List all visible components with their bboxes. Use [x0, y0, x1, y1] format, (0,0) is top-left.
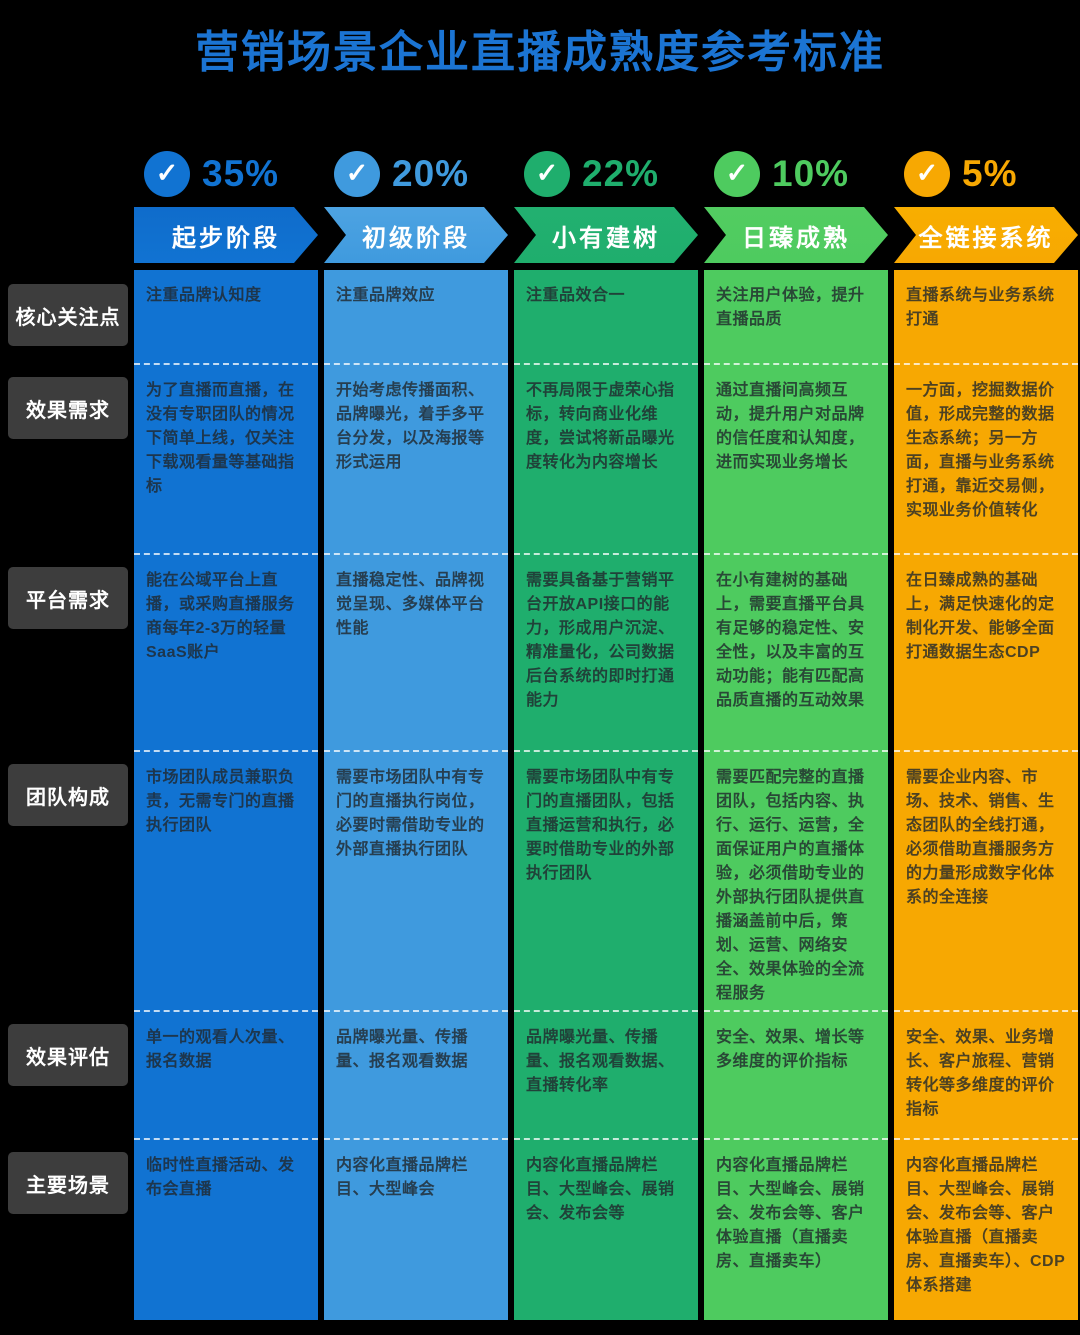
cell-team-2: 需要市场团队中有专门的直播执行岗位，必要时需借助专业的外部直播执行团队	[324, 750, 508, 1010]
page-title: 营销场景企业直播成熟度参考标准	[195, 28, 885, 77]
cell-core-focus-1: 注重品牌认知度	[134, 270, 318, 363]
cell-team-3: 需要市场团队中有专门的直播团队，包括直播运营和执行，必要时借助专业的外部执行团队	[514, 750, 698, 1010]
percent-stage-5: ✓ 5%	[894, 140, 1078, 207]
row-header-effect-demand: 效果需求	[8, 377, 128, 439]
cell-effect-demand-2: 开始考虑传播面积、品牌曝光，着手多平台分发，以及海报等形式运用	[324, 363, 508, 553]
stage-header-chuji: 初级阶段	[324, 207, 508, 263]
cell-team-4: 需要匹配完整的直播团队，包括内容、执行、运行、运营，全面保证用户的直播体验，必须…	[704, 750, 888, 1010]
cell-evaluation-1: 单一的观看人次量、报名数据	[134, 1010, 318, 1138]
stage-header-xiaoyoujianshu: 小有建树	[514, 207, 698, 263]
cell-scenarios-1: 临时性直播活动、发布会直播	[134, 1138, 318, 1320]
cell-platform-demand-4: 在小有建树的基础上，需要直播平台具有足够的稳定性、安全性，以及丰富的互动功能；能…	[704, 553, 888, 750]
percent-value: 35%	[202, 152, 280, 194]
percent-value: 22%	[582, 152, 660, 194]
cell-platform-demand-3: 需要具备基于营销平台开放API接口的能力，形成用户沉淀、精准量化，公司数据后台系…	[514, 553, 698, 750]
stage-header-qibu: 起步阶段	[134, 207, 318, 263]
check-icon: ✓	[334, 150, 380, 197]
cell-scenarios-3: 内容化直播品牌栏目、大型峰会、展销会、发布会等	[514, 1138, 698, 1320]
cell-evaluation-5: 安全、效果、业务增长、客户旅程、营销转化等多维度的评价指标	[894, 1010, 1078, 1138]
cell-scenarios-2: 内容化直播品牌栏目、大型峰会	[324, 1138, 508, 1320]
percent-value: 20%	[392, 152, 470, 194]
row-header-team: 团队构成	[8, 764, 128, 826]
cell-effect-demand-3: 不再局限于虚荣心指标，转向商业化维度，尝试将新品曝光度转化为内容增长	[514, 363, 698, 553]
check-icon: ✓	[904, 150, 950, 197]
cell-core-focus-5: 直播系统与业务系统打通	[894, 270, 1078, 363]
cell-evaluation-2: 品牌曝光量、传播量、报名观看数据	[324, 1010, 508, 1138]
percent-value: 10%	[772, 152, 850, 194]
cell-core-focus-4: 关注用户体验，提升直播品质	[704, 270, 888, 363]
row-header-evaluation: 效果评估	[8, 1024, 128, 1086]
check-icon: ✓	[524, 150, 570, 197]
cell-scenarios-4: 内容化直播品牌栏目、大型峰会、展销会、发布会等、客户体验直播（直播卖房、直播卖车…	[704, 1138, 888, 1320]
stage-header-rizhenchengshu: 日臻成熟	[704, 207, 888, 263]
percent-stage-4: ✓ 10%	[704, 140, 888, 207]
cell-effect-demand-4: 通过直播间高频互动，提升用户对品牌的信任度和认知度，进而实现业务增长	[704, 363, 888, 553]
stage-header-quanlianjie: 全链接系统	[894, 207, 1078, 263]
row-header-platform-demand: 平台需求	[8, 567, 128, 629]
cell-platform-demand-5: 在日臻成熟的基础上，满足快速化的定制化开发、能够全面打通数据生态CDP	[894, 553, 1078, 750]
percent-stage-2: ✓ 20%	[324, 140, 508, 207]
percent-value: 5%	[962, 152, 1018, 194]
cell-effect-demand-1: 为了直播而直播，在没有专职团队的情况下简单上线，仅关注下载观看量等基础指标	[134, 363, 318, 553]
cell-evaluation-4: 安全、效果、增长等多维度的评价指标	[704, 1010, 888, 1138]
cell-evaluation-3: 品牌曝光量、传播量、报名观看数据、直播转化率	[514, 1010, 698, 1138]
cell-team-5: 需要企业内容、市场、技术、销售、生态团队的全线打通，必须借助直播服务方的力量形成…	[894, 750, 1078, 1010]
cell-platform-demand-1: 能在公域平台上直播，或采购直播服务商每年2-3万的轻量SaaS账户	[134, 553, 318, 750]
cell-effect-demand-5: 一方面，挖掘数据价值，形成完整的数据生态系统；另一方面，直播与业务系统打通，靠近…	[894, 363, 1078, 553]
cell-core-focus-3: 注重品效合一	[514, 270, 698, 363]
cell-team-1: 市场团队成员兼职负责，无需专门的直播执行团队	[134, 750, 318, 1010]
row-header-scenarios: 主要场景	[8, 1152, 128, 1214]
check-icon: ✓	[714, 150, 760, 197]
cell-platform-demand-2: 直播稳定性、品牌视觉呈现、多媒体平台性能	[324, 553, 508, 750]
percent-stage-3: ✓ 22%	[514, 140, 698, 207]
cell-core-focus-2: 注重品牌效应	[324, 270, 508, 363]
maturity-table: ✓ 35% ✓ 20% ✓ 22% ✓ 10% ✓ 5% 起步阶段 初级阶段 小…	[8, 140, 1078, 1320]
row-header-core-focus: 核心关注点	[8, 284, 128, 346]
check-icon: ✓	[144, 150, 190, 197]
percent-stage-1: ✓ 35%	[134, 140, 318, 207]
cell-scenarios-5: 内容化直播品牌栏目、大型峰会、展销会、发布会等、客户体验直播（直播卖房、直播卖车…	[894, 1138, 1078, 1320]
